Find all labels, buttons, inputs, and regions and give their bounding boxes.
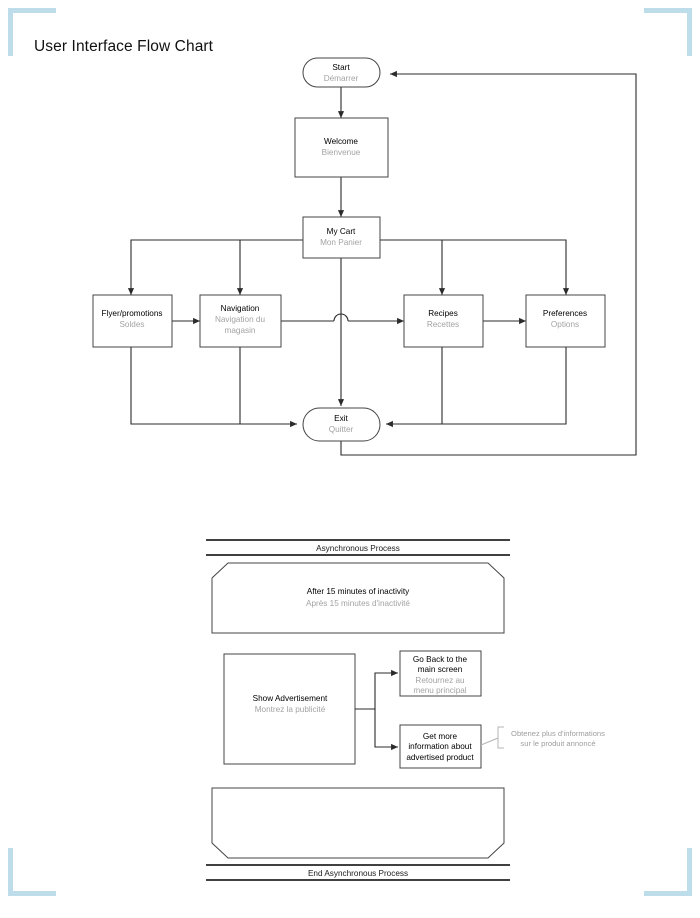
node-show-advertisement[interactable]: Show Advertisement Montrez la publicité bbox=[223, 653, 356, 765]
corner-bracket-bottom-left bbox=[8, 848, 56, 896]
node-navigation-label-fr-1: Navigation du bbox=[215, 315, 266, 324]
node-go-back-main-screen[interactable]: Go Back to the main screen Retournez au … bbox=[399, 650, 482, 697]
node-start-label-en: Start bbox=[332, 63, 350, 72]
node-welcome[interactable]: Welcome Bienvenue bbox=[294, 117, 389, 178]
show-advertisement-label-fr: Montrez la publicité bbox=[255, 705, 326, 714]
get-info-label-en-3: advertised product bbox=[406, 753, 474, 762]
async-end-shape[interactable] bbox=[211, 787, 505, 859]
node-my-cart[interactable]: My Cart Mon Panier bbox=[302, 216, 381, 259]
corner-bracket-top-left bbox=[8, 8, 56, 56]
async-trigger-label-fr: Après 15 minutes d'inactivité bbox=[306, 599, 410, 608]
node-start[interactable]: Start Démarrer bbox=[302, 57, 381, 88]
async-band-end-label: End Asynchronous Process bbox=[308, 869, 408, 878]
connector-exit-to-start-loop bbox=[340, 70, 637, 456]
node-preferences-label-fr: Options bbox=[551, 320, 579, 329]
node-navigation-label-en: Navigation bbox=[221, 304, 260, 313]
connector-ad-to-get-info bbox=[374, 709, 398, 751]
node-exit-label-fr: Quitter bbox=[329, 425, 354, 434]
get-info-label-en-1: Get more bbox=[423, 732, 458, 741]
node-navigation[interactable]: Navigation Navigation du magasin bbox=[199, 294, 282, 348]
connector-flyer-to-exit bbox=[130, 347, 297, 428]
connector-mycart-to-navigation bbox=[236, 239, 303, 295]
node-flyer-promotions[interactable]: Flyer/promotions Soldes bbox=[92, 294, 173, 348]
node-navigation-label-fr-2: magasin bbox=[225, 326, 256, 335]
connector-preferences-to-exit bbox=[386, 347, 567, 425]
node-start-label-fr: Démarrer bbox=[324, 74, 359, 83]
node-welcome-label-en: Welcome bbox=[324, 137, 358, 146]
async-band-start: Asynchronous Process bbox=[206, 539, 510, 556]
node-welcome-label-fr: Bienvenue bbox=[322, 148, 361, 157]
node-flyer-label-en: Flyer/promotions bbox=[102, 309, 163, 318]
async-band-end: End Asynchronous Process bbox=[206, 864, 510, 881]
get-info-label-en-2: information about bbox=[408, 742, 472, 751]
connector-mycart-to-preferences bbox=[380, 239, 570, 295]
node-recipes[interactable]: Recipes Recettes bbox=[403, 294, 484, 348]
annotation-label-2: sur le produit annoncé bbox=[520, 739, 595, 748]
go-back-label-en-2: main screen bbox=[418, 665, 463, 674]
go-back-label-fr-1: Retournez au bbox=[415, 676, 465, 685]
go-back-label-fr-2: menu principal bbox=[413, 686, 466, 695]
corner-bracket-top-right bbox=[644, 8, 692, 56]
connector-recipes-to-exit bbox=[386, 347, 443, 428]
node-recipes-label-en: Recipes bbox=[428, 309, 458, 318]
annotation-callout: Obtenez plus d'informations sur le produ… bbox=[480, 726, 605, 749]
go-back-label-en-1: Go Back to the bbox=[413, 655, 468, 664]
node-flyer-label-fr: Soldes bbox=[119, 320, 144, 329]
show-advertisement-label-en: Show Advertisement bbox=[253, 694, 328, 703]
node-exit[interactable]: Exit Quitter bbox=[302, 407, 381, 442]
node-exit-label-en: Exit bbox=[334, 414, 348, 423]
node-my-cart-label-en: My Cart bbox=[327, 227, 356, 236]
async-band-start-label: Asynchronous Process bbox=[316, 544, 400, 553]
page-title: User Interface Flow Chart bbox=[34, 38, 214, 55]
node-get-more-information[interactable]: Get more information about advertised pr… bbox=[399, 724, 482, 769]
node-my-cart-label-fr: Mon Panier bbox=[320, 238, 362, 247]
connector-mycart-bus-left bbox=[127, 239, 303, 295]
node-preferences-label-en: Preferences bbox=[543, 309, 587, 318]
corner-bracket-bottom-right bbox=[644, 848, 692, 896]
connector-mycart-to-recipes bbox=[380, 239, 446, 295]
connector-navigation-to-recipes bbox=[281, 313, 404, 325]
async-trigger-label-en: After 15 minutes of inactivity bbox=[307, 587, 410, 596]
annotation-label-1: Obtenez plus d'informations bbox=[511, 729, 605, 738]
node-preferences[interactable]: Preferences Options bbox=[525, 294, 606, 348]
node-recipes-label-fr: Recettes bbox=[427, 320, 459, 329]
connector-ad-to-go-back bbox=[355, 669, 398, 710]
async-trigger-shape[interactable]: After 15 minutes of inactivity Après 15 … bbox=[211, 562, 505, 634]
